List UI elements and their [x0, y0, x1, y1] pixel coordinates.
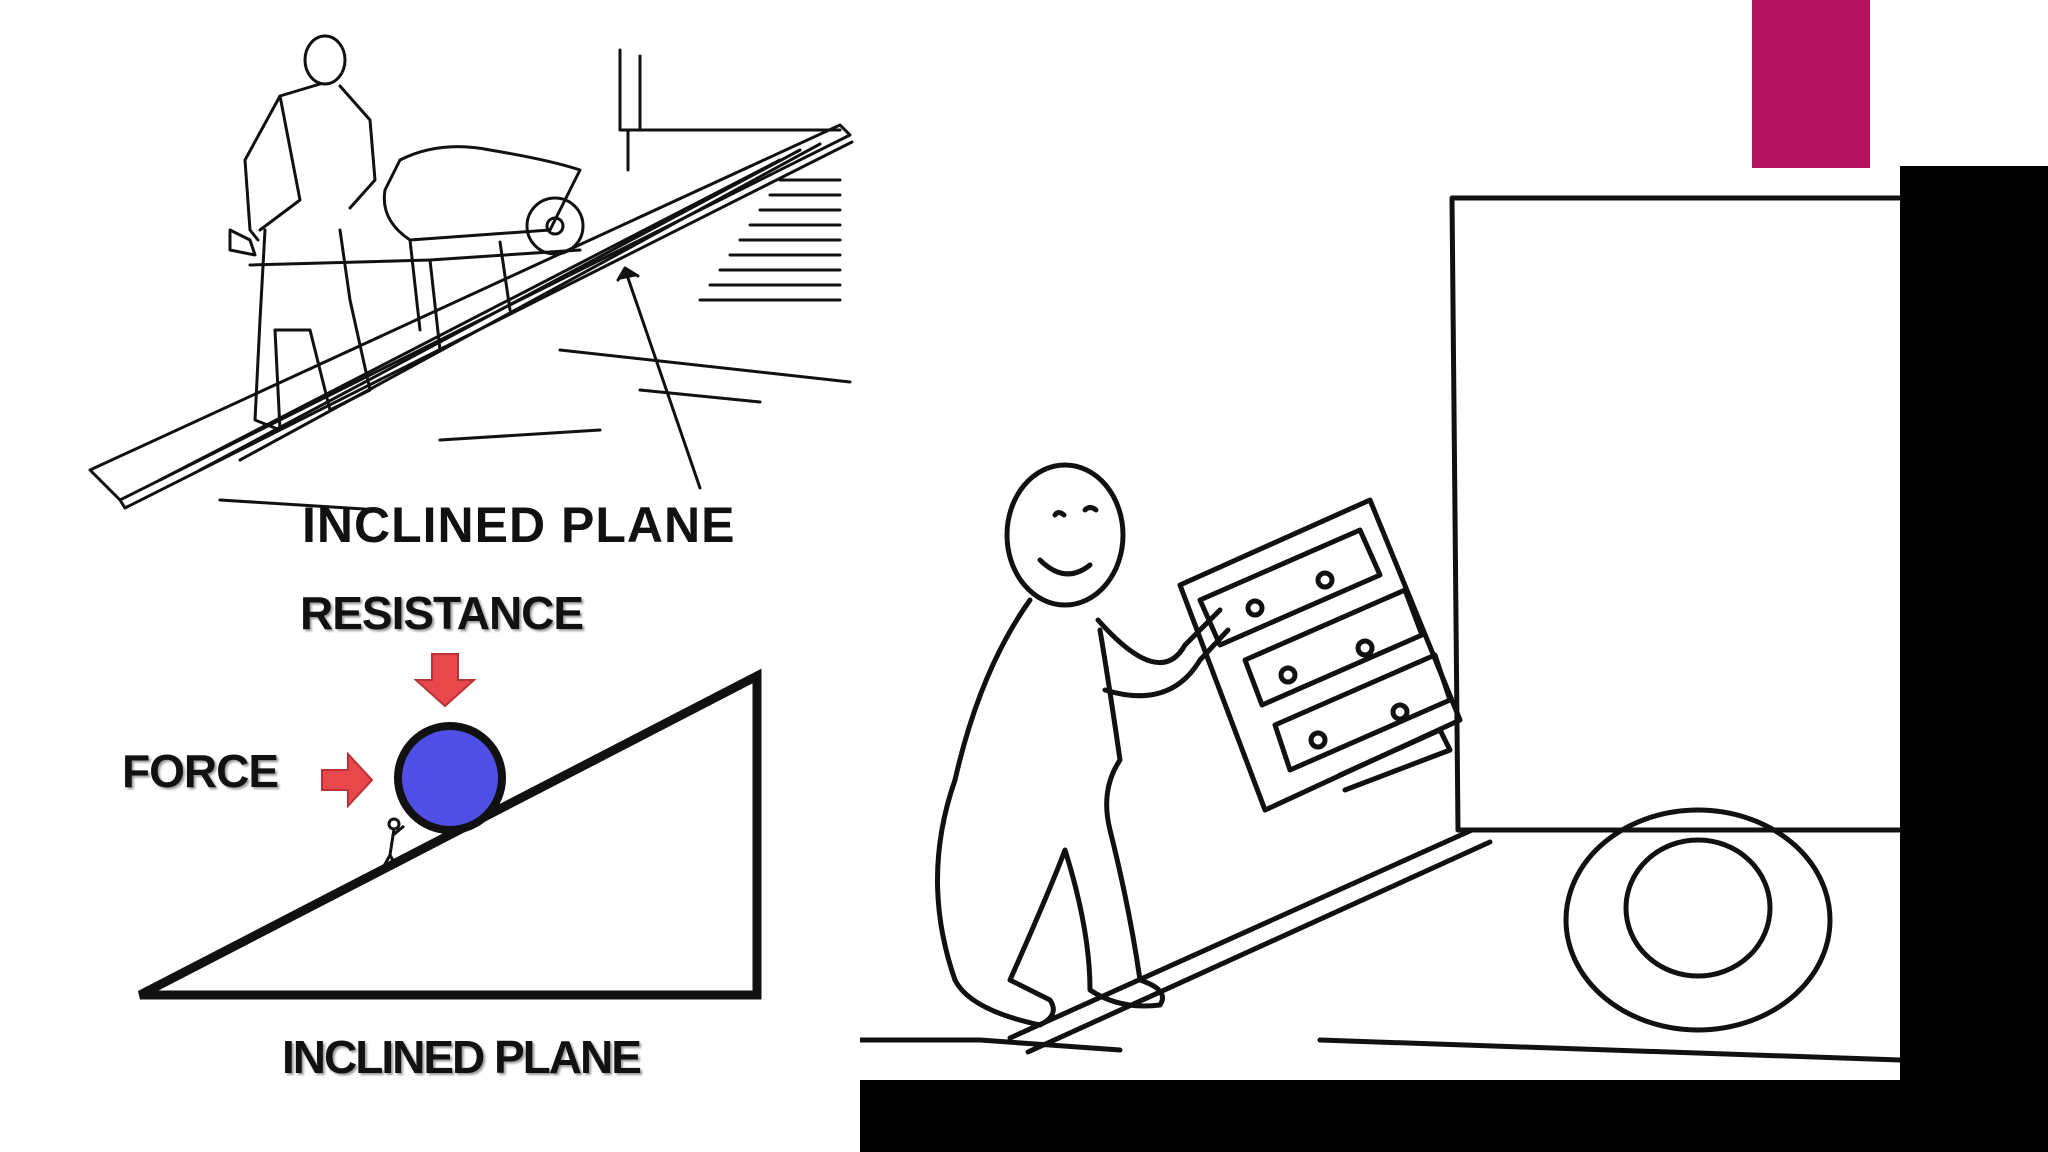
resistance-arrow-icon [413, 653, 477, 708]
ball-icon [394, 722, 506, 834]
accent-bar [1752, 0, 1870, 168]
force-label: FORCE [122, 745, 279, 797]
triangle-ramp [137, 668, 762, 1000]
frame-bottom [860, 1080, 2048, 1152]
force-arrow-icon [321, 751, 374, 809]
wheelbarrow-illustration [88, 34, 854, 512]
ramp-icon [1007, 827, 1493, 1055]
inclined-plane-diagram [137, 653, 762, 1000]
dresser-icon [1177, 497, 1463, 813]
ramp-plank-icon [88, 123, 852, 502]
wheelbarrow-icon [248, 145, 585, 352]
resistance-label: RESISTANCE [300, 587, 584, 639]
inclined-plane-caption-top: INCLINED PLANE [302, 497, 736, 553]
frame-right [1900, 166, 2048, 1152]
cartoon-person-icon [935, 462, 1231, 1028]
worker-icon [228, 34, 377, 432]
leader-arrow [626, 276, 702, 490]
ground-line [860, 1037, 1123, 1053]
truck-wheel-icon [1563, 807, 1833, 1033]
stick-figure-icon [382, 817, 405, 867]
inclined-plane-caption-bottom: INCLINED PLANE [282, 1031, 642, 1083]
building-wall-icon [618, 48, 842, 172]
truck-box-icon [1449, 195, 1900, 833]
moving-cartoon [860, 195, 1900, 1063]
